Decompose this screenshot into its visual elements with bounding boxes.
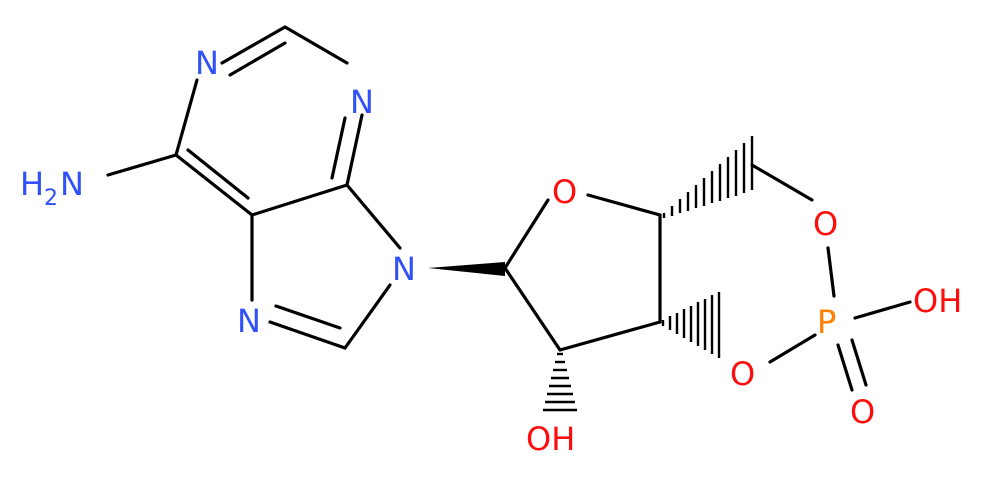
bond-c5-c6 bbox=[174, 153, 254, 217]
atom-c2-oh: OH bbox=[526, 420, 575, 458]
bond-c6-n1 bbox=[174, 78, 199, 157]
atom-p-oh: OH bbox=[913, 282, 962, 320]
bond-c2-oh-hash bbox=[543, 352, 577, 412]
bond-c3-o3-hash bbox=[661, 292, 721, 358]
atom-n9: N bbox=[392, 250, 416, 288]
bond-n3-c4-double bbox=[330, 116, 347, 180]
bond-n9-c4 bbox=[345, 183, 402, 250]
bond-c1-c2 bbox=[503, 266, 562, 352]
atom-n1: N bbox=[195, 44, 219, 82]
atom-nh2-subscript: 2 bbox=[44, 186, 58, 211]
bond-n7-c8-double bbox=[274, 304, 342, 330]
atom-n7: N bbox=[237, 302, 261, 340]
bond-c1-oring bbox=[503, 198, 550, 270]
bond-o5-p bbox=[826, 246, 836, 298]
bond-o3-p bbox=[768, 333, 817, 364]
atom-o-ring: O bbox=[552, 173, 577, 211]
bond-n3-c4 bbox=[345, 113, 364, 187]
bond-n9-c1-wedge bbox=[428, 262, 505, 276]
atom-p: P bbox=[817, 303, 836, 341]
atom-nh2-n: N bbox=[60, 165, 84, 203]
bond-oring-c4 bbox=[586, 193, 662, 217]
bond-p-oh bbox=[853, 300, 912, 320]
bond-c4-c5 bbox=[250, 183, 349, 217]
atom-nh2-h: H bbox=[20, 165, 44, 203]
bond-c4-c5-hash bbox=[662, 136, 754, 218]
bond-n1-c2-double bbox=[228, 41, 287, 77]
bond-c2-c3 bbox=[558, 320, 662, 352]
bond-c8-n9 bbox=[343, 283, 392, 350]
atom-o-5prime: O bbox=[813, 205, 838, 243]
bond-c5-c6-double bbox=[186, 148, 250, 200]
bond-c6-nh2 bbox=[106, 153, 178, 177]
bond-c5-o5 bbox=[750, 163, 814, 202]
bond-n7-c8 bbox=[268, 320, 347, 350]
bond-n1-c2 bbox=[220, 25, 287, 65]
bond-p-o-double-b bbox=[850, 338, 868, 387]
bond-c2-n3 bbox=[283, 25, 349, 65]
bond-p-o-double-a bbox=[836, 343, 854, 392]
atom-o-3prime: O bbox=[730, 355, 755, 393]
atom-p-o: O bbox=[850, 393, 875, 431]
atom-n3: N bbox=[350, 83, 374, 121]
